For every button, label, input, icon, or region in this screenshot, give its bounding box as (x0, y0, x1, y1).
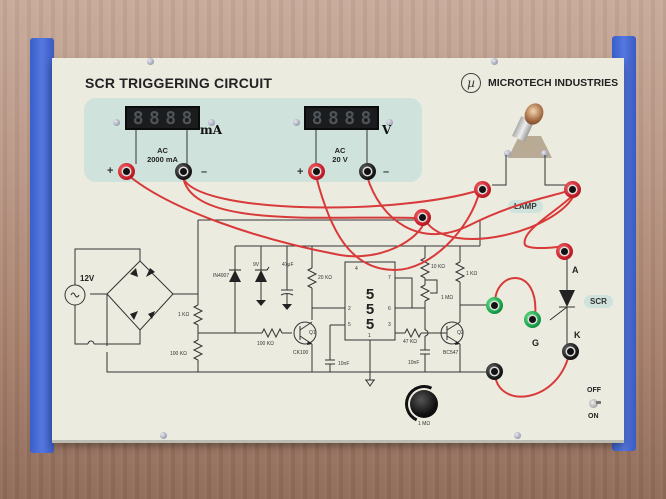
scr-gate-jack[interactable] (524, 311, 541, 328)
diode-label: IN4007 (213, 273, 230, 279)
zener-label: 9V (253, 262, 260, 268)
voltmeter-digit: 8 (327, 107, 339, 129)
ammeter-digit: 8 (181, 107, 193, 129)
screw-icon (160, 432, 167, 439)
screw-icon (514, 432, 521, 439)
voltmeter-type: AC (334, 146, 346, 155)
trigger-output-jack[interactable] (486, 297, 503, 314)
r-47k-label: 47 KΩ (403, 339, 418, 345)
r-10k-label: 10 KΩ (431, 264, 446, 270)
brand-logo-icon: µ (461, 73, 481, 93)
circuit-supply-jack[interactable] (414, 209, 431, 226)
ic-pin-2: 2 (348, 306, 351, 312)
voltmeter-digit: 8 (311, 107, 323, 129)
ammeter-plus-sign: + (107, 165, 114, 177)
gate-label: G (532, 338, 540, 348)
screw-icon (113, 119, 120, 126)
cap-10n-a-label: 10nF (338, 361, 350, 367)
voltmeter-plus-jack[interactable] (308, 163, 325, 180)
screw-icon (386, 119, 393, 126)
knob-label: 1 MΩ (418, 421, 431, 427)
ic-pin-4: 4 (355, 266, 358, 272)
anode-label: A (572, 265, 579, 275)
q1-name: Q1 (309, 330, 316, 336)
ammeter-type: AC (157, 146, 168, 155)
switch-on-label: ON (588, 413, 599, 420)
r-100k-left-label: 100 KΩ (170, 351, 187, 357)
ammeter-display: 8 8 8 8 (125, 106, 200, 130)
lamp-left-jack[interactable] (474, 181, 491, 198)
brand-name: MICROTECH INDUSTRIES (488, 77, 619, 89)
r-20k-label: 20 KΩ (318, 275, 333, 281)
potentiometer-knob[interactable] (410, 390, 438, 418)
q2-part: BC547 (443, 350, 459, 356)
ic-pin-7: 7 (388, 275, 391, 281)
ammeter-plus-jack[interactable] (118, 163, 135, 180)
voltmeter-minus-jack[interactable] (359, 163, 376, 180)
supply-voltage-label: 12V (80, 274, 95, 283)
voltmeter-digit: 8 (360, 107, 372, 129)
r-100k-base-label: 100 KΩ (257, 341, 274, 347)
toggle-lever-icon (596, 401, 601, 404)
screw-icon (491, 58, 498, 65)
ic-555-digit: 5 (365, 286, 375, 303)
ic-555-digit: 5 (365, 316, 375, 333)
ic-pin-3: 3 (388, 322, 391, 328)
r-1k-right-label: 1 KΩ (466, 271, 478, 277)
lamp-label: LAMP (508, 200, 543, 213)
scr-cathode-jack[interactable] (562, 343, 579, 360)
power-toggle-switch[interactable] (589, 399, 598, 408)
ground-jack[interactable] (486, 363, 503, 380)
pot-1m-label: 1 MΩ (441, 295, 454, 301)
screw-icon (208, 119, 215, 126)
ammeter-unit: mA (200, 123, 223, 137)
voltmeter-display: 8 8 8 8 (304, 106, 379, 130)
screw-icon (504, 150, 511, 157)
q2-name: Q2 (457, 330, 464, 336)
voltmeter-unit: V (382, 123, 392, 137)
scr-anode-jack[interactable] (556, 243, 573, 260)
ammeter-digit: 8 (148, 107, 160, 129)
ic-pin-1: 1 (368, 333, 371, 339)
screw-icon (293, 119, 300, 126)
ammeter-minus-jack[interactable] (175, 163, 192, 180)
voltmeter-minus-sign: – (383, 166, 390, 178)
q1-part: CK100 (293, 350, 309, 356)
ic-555-digit: 5 (365, 301, 375, 318)
screw-icon (541, 150, 548, 157)
switch-off-label: OFF (587, 387, 601, 394)
ammeter-range: 2000 mA (147, 155, 178, 164)
voltmeter-plus-sign: + (297, 166, 304, 178)
cap-47u-label: 47μF (282, 262, 294, 268)
scr-label: SCR (584, 295, 613, 308)
r-1k-left-label: 1 KΩ (178, 312, 190, 318)
voltmeter-range-label: AC 20 V (320, 146, 360, 164)
voltmeter-range: 20 V (332, 155, 348, 164)
ammeter-range-label: AC 2000 mA (140, 146, 185, 164)
panel-title: SCR TRIGGERING CIRCUIT (85, 75, 273, 91)
voltmeter-digit: 8 (344, 107, 356, 129)
lamp-right-jack[interactable] (564, 181, 581, 198)
ic-pin-6: 6 (388, 306, 391, 312)
ammeter-digit: 8 (165, 107, 177, 129)
ammeter-minus-sign: – (201, 166, 208, 178)
ic-pin-5: 5 (348, 322, 351, 328)
cap-10n-b-label: 10nF (408, 360, 420, 366)
screw-icon (147, 58, 154, 65)
left-blue-bracket (30, 38, 54, 453)
ammeter-digit: 8 (132, 107, 144, 129)
cathode-label: K (574, 330, 581, 340)
